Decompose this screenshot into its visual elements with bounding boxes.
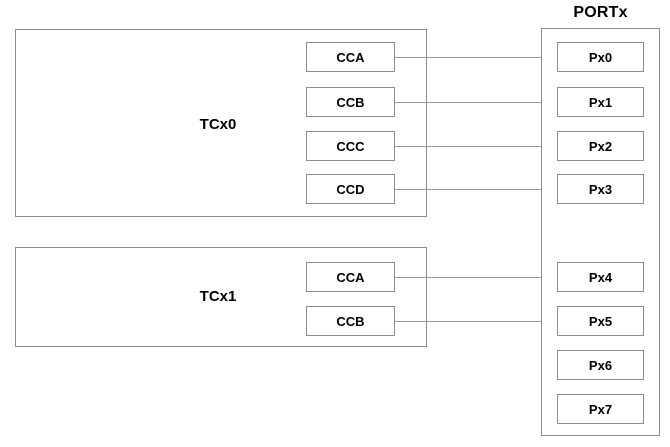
wire-tcx0-ccd-to-px3 xyxy=(395,189,547,190)
pin-px6: Px6 xyxy=(557,350,644,380)
block-tcx1-label: TCx1 xyxy=(199,288,237,305)
wire-tcx1-cca-to-px4 xyxy=(395,277,547,278)
block-tcx0-label: TCx0 xyxy=(199,116,237,133)
pin-px3: Px3 xyxy=(557,174,644,204)
pin-px4: Px4 xyxy=(557,262,644,292)
pin-px0: Px0 xyxy=(557,42,644,72)
pin-px5: Px5 xyxy=(557,306,644,336)
channel-tcx1-ccb: CCB xyxy=(306,306,395,336)
channel-tcx0-ccb: CCB xyxy=(306,87,395,117)
channel-tcx0-ccd: CCD xyxy=(306,174,395,204)
wire-tcx0-cca-to-px0 xyxy=(395,57,547,58)
pin-px7: Px7 xyxy=(557,394,644,424)
channel-tcx1-cca: CCA xyxy=(306,262,395,292)
channel-tcx0-cca: CCA xyxy=(306,42,395,72)
pin-px1: Px1 xyxy=(557,87,644,117)
wire-tcx0-ccc-to-px2 xyxy=(395,146,547,147)
wire-tcx0-ccb-to-px1 xyxy=(395,102,547,103)
port-title: PORTx xyxy=(573,4,628,21)
pin-px2: Px2 xyxy=(557,131,644,161)
wire-tcx1-ccb-to-px5 xyxy=(395,321,547,322)
channel-tcx0-ccc: CCC xyxy=(306,131,395,161)
